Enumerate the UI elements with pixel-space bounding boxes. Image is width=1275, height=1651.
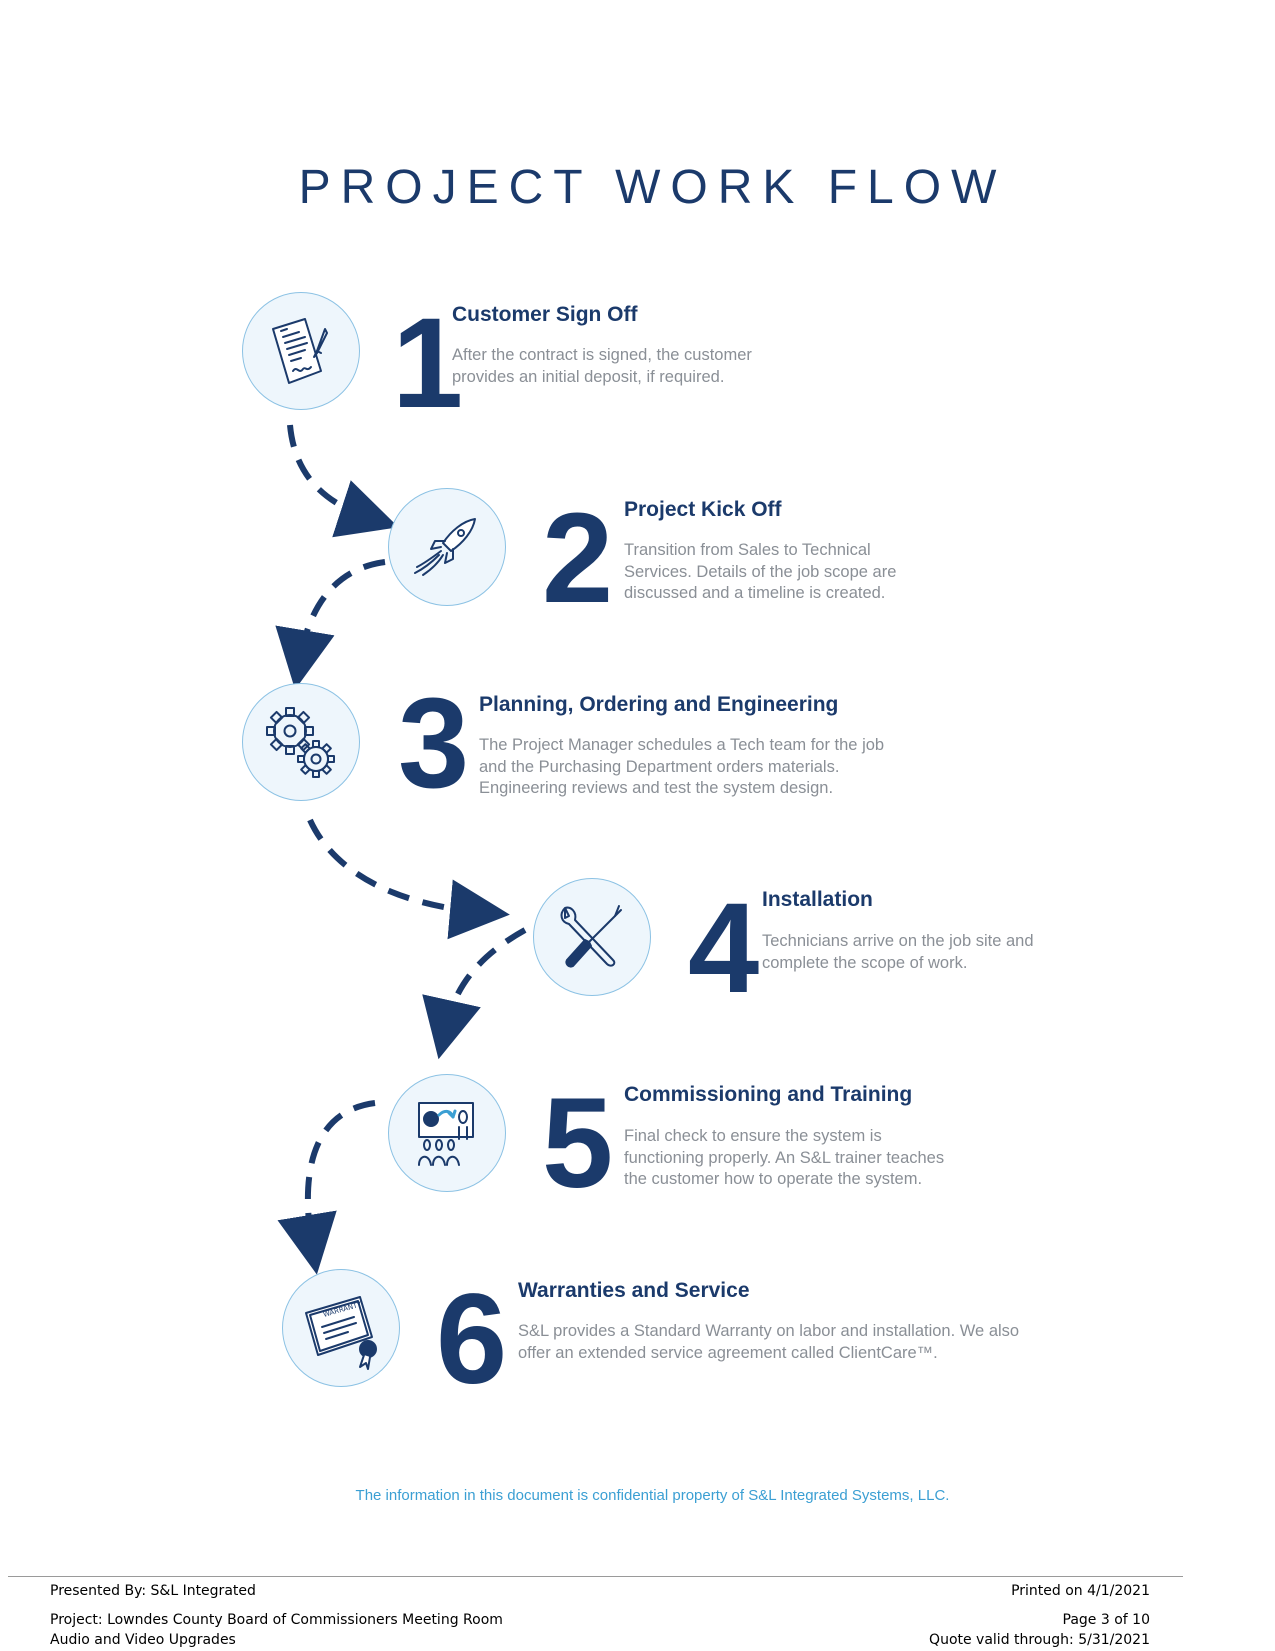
step-6-number: 6 xyxy=(436,1268,508,1411)
step-4-heading: Installation xyxy=(762,888,873,911)
flow-arrow-2-3 xyxy=(275,559,386,690)
step-5-number: 5 xyxy=(542,1072,614,1215)
footer-project-line-1: Project: Lowndes County Board of Commiss… xyxy=(50,1612,503,1628)
step-1-number: 1 xyxy=(392,292,464,435)
footer-page-number: Page 3 of 10 xyxy=(1062,1612,1150,1628)
step-4-icon-circle xyxy=(533,878,651,996)
step-5-icon-circle xyxy=(388,1074,506,1192)
gears-icon xyxy=(266,707,335,778)
step-4-number: 4 xyxy=(688,877,760,1020)
footer-divider xyxy=(8,1576,1183,1577)
step-3-heading: Planning, Ordering and Engineering xyxy=(479,693,839,716)
flow-arrow-4-5 xyxy=(422,927,527,1060)
wrench-screwdriver-icon xyxy=(560,905,622,968)
footer-valid-through: Quote valid through: 5/31/2021 xyxy=(929,1632,1150,1648)
step-2-description: Transition from Sales to Technical Servi… xyxy=(624,541,897,602)
step-5-description: Final check to ensure the system is func… xyxy=(624,1127,945,1188)
step-6-heading: Warranties and Service xyxy=(518,1279,750,1302)
step-3-description: The Project Manager schedules a Tech tea… xyxy=(479,736,885,797)
footer-printed-on: Printed on 4/1/2021 xyxy=(1011,1583,1150,1599)
flow-arrow-1-2 xyxy=(287,424,399,538)
confidential-notice: The information in this document is conf… xyxy=(355,1487,950,1504)
step-1-icon-circle xyxy=(242,292,360,410)
step-4-description: Technicians arrive on the job site and c… xyxy=(762,932,1034,972)
step-2-number: 2 xyxy=(542,487,614,630)
footer-project-line-2: Audio and Video Upgrades xyxy=(50,1632,236,1648)
step-3-number: 3 xyxy=(398,672,470,815)
step-1-description: After the contract is signed, the custom… xyxy=(452,346,752,386)
step-2-heading: Project Kick Off xyxy=(624,498,782,521)
rocket-icon xyxy=(414,518,476,576)
step-1-heading: Customer Sign Off xyxy=(452,303,638,326)
training-presentation-icon xyxy=(418,1102,474,1166)
footer-presented-by: Presented By: S&L Integrated xyxy=(50,1583,256,1599)
step-6-description: S&L provides a Standard Warranty on labo… xyxy=(518,1322,1020,1362)
contract-signature-icon xyxy=(272,318,328,384)
step-2-icon-circle xyxy=(388,488,506,606)
warranty-certificate-icon: WARRANTY xyxy=(305,1296,377,1370)
flow-arrow-5-6 xyxy=(277,1100,376,1275)
step-3-icon-circle xyxy=(242,683,360,801)
flow-arrow-3-4 xyxy=(307,818,510,940)
page-title: PROJECT WORK FLOW xyxy=(298,161,1007,214)
step-5-heading: Commissioning and Training xyxy=(624,1083,913,1106)
step-6-icon-circle: WARRANTY xyxy=(282,1269,400,1387)
